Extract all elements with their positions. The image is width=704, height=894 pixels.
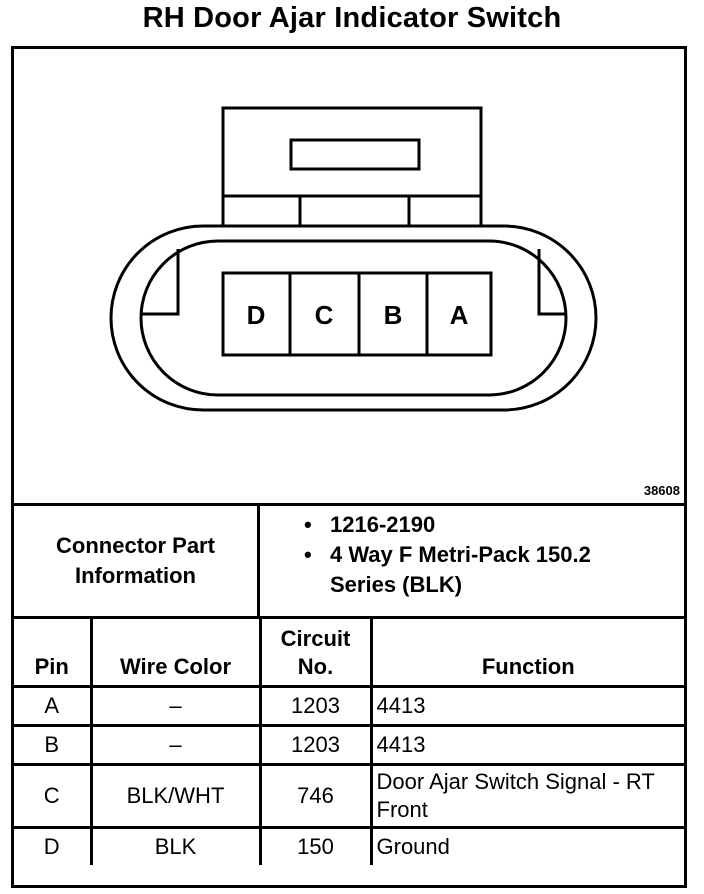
table-row: B – 1203 4413 xyxy=(14,724,684,766)
cavity-block xyxy=(221,271,493,357)
connector-diagram: D C B A 38608 xyxy=(14,49,684,506)
pin-cell: A xyxy=(14,685,93,727)
function-cell: Ground xyxy=(369,826,684,865)
header-function: Function xyxy=(369,619,684,688)
latch-housing xyxy=(221,106,483,228)
wire-color-cell: – xyxy=(89,685,262,727)
part-number: 1216-2190 xyxy=(330,512,436,537)
connector-info-label: Connector Part Information xyxy=(14,506,260,616)
circuit-cell: 150 xyxy=(258,826,373,865)
latch-slot xyxy=(289,138,421,171)
circuit-cell: 1203 xyxy=(258,685,373,727)
connector-info-list: 1216-2190 4 Way F Metri-Pack 150.2 Serie… xyxy=(260,506,684,620)
connector-series: 4 Way F Metri-Pack 150.2 Series (BLK) xyxy=(330,542,591,597)
left-key xyxy=(141,249,180,316)
pin-cell: B xyxy=(14,724,93,766)
connector-shell-outer xyxy=(109,224,598,412)
function-cell: 4413 xyxy=(369,724,684,766)
cavity-label-c: C xyxy=(315,300,334,330)
circuit-cell: 746 xyxy=(258,763,373,829)
table-row: D BLK 150 Ground xyxy=(14,826,684,865)
header-pin: Pin xyxy=(14,619,93,688)
function-cell: Door Ajar Switch Signal - RT Front xyxy=(369,763,684,829)
page-title: RH Door Ajar Indicator Switch xyxy=(142,2,562,34)
pin-cell: D xyxy=(14,826,93,865)
table-row: A – 1203 4413 xyxy=(14,685,684,727)
cavity-label-a: A xyxy=(450,300,469,330)
connector-info-label-line2: Information xyxy=(75,563,196,588)
wire-color-cell: BLK xyxy=(89,826,262,865)
table-row: C BLK/WHT 746 Door Ajar Switch Signal - … xyxy=(14,763,684,829)
cavity-label-d: D xyxy=(247,300,266,330)
wire-color-cell: BLK/WHT xyxy=(89,763,262,829)
pinout-table: Pin Wire Color Circuit No. Function A – … xyxy=(14,619,684,865)
connector-info-item: 4 Way F Metri-Pack 150.2 Series (BLK) xyxy=(260,540,684,600)
pin-cell: C xyxy=(14,763,93,829)
header-circuit: Circuit No. xyxy=(258,619,373,688)
connector-face-drawing: D C B A xyxy=(109,106,598,412)
connector-info-item: 1216-2190 xyxy=(260,510,684,540)
header-circuit-line2: No. xyxy=(297,654,334,679)
pinout-header-row: Pin Wire Color Circuit No. Function xyxy=(14,619,684,688)
header-wire-color: Wire Color xyxy=(89,619,262,688)
connector-sheet: D C B A 38608 Connector Part Information… xyxy=(11,46,687,888)
header-circuit-line1: Circuit xyxy=(280,626,351,651)
connector-info-section: Connector Part Information 1216-2190 4 W… xyxy=(14,506,684,619)
circuit-cell: 1203 xyxy=(258,724,373,766)
reference-number: 38608 xyxy=(643,483,680,498)
cavity-label-b: B xyxy=(384,300,403,330)
connector-info-label-line1: Connector Part xyxy=(56,533,215,558)
function-cell: 4413 xyxy=(369,685,684,727)
right-key xyxy=(537,249,566,316)
connector-shell-inner xyxy=(139,239,568,397)
wire-color-cell: – xyxy=(89,724,262,766)
